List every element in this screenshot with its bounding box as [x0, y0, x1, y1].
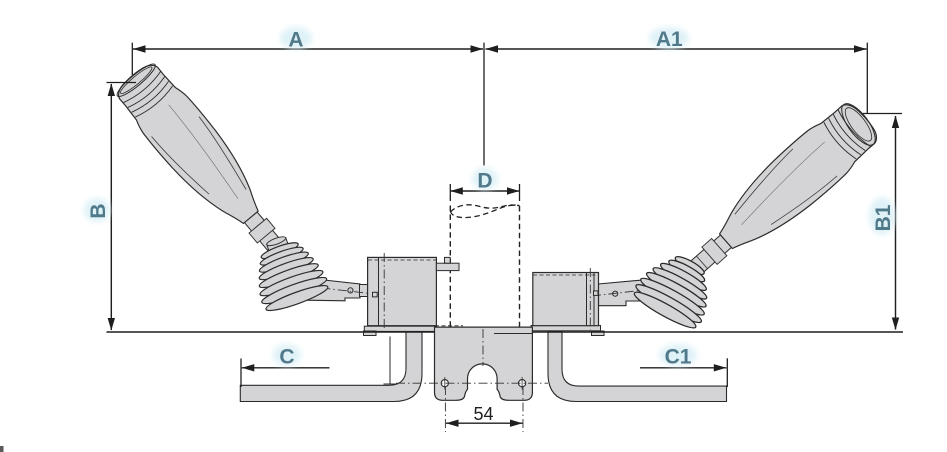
svg-text:B: B: [87, 203, 110, 218]
svg-text:A1: A1: [656, 28, 683, 51]
svg-text:C1: C1: [665, 346, 692, 369]
svg-text:B1: B1: [872, 204, 895, 231]
svg-text:54: 54: [473, 404, 493, 424]
svg-text:A: A: [288, 29, 303, 52]
svg-text:D: D: [477, 170, 492, 193]
svg-text:C: C: [279, 346, 294, 369]
